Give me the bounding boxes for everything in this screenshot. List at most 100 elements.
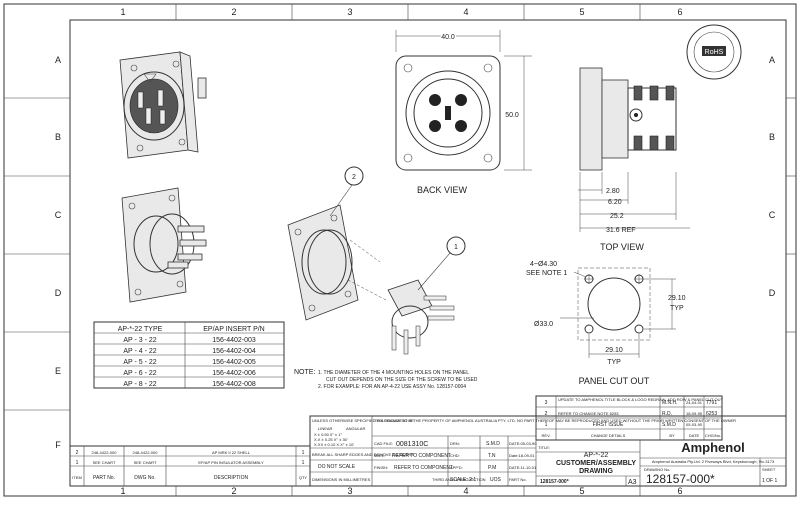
- bom-table: 2 248-4422-000 248-4422-000 AP MRK II 22…: [69, 445, 311, 487]
- bom-row-1-dwg: SEE CHART: [134, 460, 157, 465]
- tb-property: THIS DOCUMENT IS THE PROPERTY OF AMPHENO…: [374, 418, 736, 423]
- grid-row-c: C: [55, 210, 62, 220]
- rev-3-details: UPDATE TO AMPHENOL TITLE BLOCK & LOGO RE…: [558, 397, 723, 402]
- type-table-header-type: AP-*-22 TYPE: [118, 326, 163, 333]
- bom-row-1-desc: EP/AP PIN INSULATOR ASSEMBLY: [198, 460, 264, 465]
- see-note-1: SEE NOTE 1: [526, 270, 567, 277]
- rev-2-date: 18-09-95: [686, 411, 703, 416]
- dim-2-80: 2.80: [606, 188, 620, 195]
- grid-row-d: D: [55, 288, 62, 298]
- dim-cutout-w: 29.10: [605, 347, 623, 354]
- tb-chd: T.N: [488, 453, 496, 459]
- tb-address: Amphenol Australia Pty.Ltd. 2 Fiveways B…: [652, 459, 775, 464]
- grid-right: A B C D: [769, 55, 796, 333]
- rev-header-chg: CHG/No.: [705, 433, 721, 438]
- tb-size: A3: [628, 479, 637, 486]
- outer-frame: [3, 3, 797, 497]
- rev-3-num: 3: [545, 400, 548, 406]
- dim-cutout-dia: Ø33.0: [534, 321, 553, 328]
- tb-scale: SCALE: 2:1: [450, 477, 476, 483]
- dim-hole: 4~Ø4.30: [530, 261, 557, 268]
- bom-row-2-desc: AP MRK II 22 SHELL: [212, 450, 251, 455]
- tb-appd-label: APP'D:: [450, 465, 463, 470]
- rev-1-by: S.M.D: [662, 422, 676, 428]
- grid-row-a-right: A: [769, 55, 775, 65]
- grid-col-4: 4: [463, 7, 468, 17]
- tb-finish: REFER TO COMPONENT: [394, 465, 453, 471]
- bom-header-qty: QTY: [299, 475, 308, 480]
- tb-dimensions: DIMENSIONS IN MILLIMETRES: [312, 477, 371, 482]
- rev-header-details: CHANGE DETAILS: [591, 433, 626, 438]
- tb-company: Amphenol: [681, 440, 745, 455]
- grid-row-b-right: B: [769, 132, 775, 142]
- grid-row-c-right: C: [769, 210, 776, 220]
- title-block: UNLESS OTHERWISE SPECIFIED TOLERANCE TO …: [309, 415, 787, 487]
- tb-title-1: AP-*-22: [584, 452, 609, 459]
- tb-angular: ANGULAR: [346, 426, 365, 431]
- type-table: AP-*-22 TYPE EP/AP INSERT P/N AP - 3 - 2…: [93, 321, 285, 389]
- bom-row-2-dwg: 248-4422-000: [133, 450, 159, 455]
- grid-top: 1 2 3 4 5 6: [120, 4, 683, 20]
- tb-date-drn: DATE:05-03-90: [509, 441, 537, 446]
- grid-bottom: 1 2 3 4 5 6: [120, 486, 683, 496]
- type-table-row-3-pn: 156-4402-005: [212, 359, 256, 366]
- bom-header-dwg: DWG No.: [134, 475, 155, 481]
- type-table-row-5-type: AP - 8 - 22: [123, 381, 156, 388]
- tb-date-appd: DATE:11-10-01: [509, 465, 537, 470]
- type-table-row-5-pn: 156-4402-008: [212, 381, 256, 388]
- top-view: 2.80 6.20 25.2 31.6 REF TOP VIEW: [578, 67, 690, 252]
- tb-drawing-no-label: DRAWING No.: [644, 467, 671, 472]
- tb-part-no: 128157-000*: [540, 479, 569, 485]
- grid-row-e: E: [55, 366, 61, 376]
- iso-front-view: [119, 51, 207, 159]
- grid-col-3-bottom: 3: [347, 486, 352, 496]
- bom-row-1-item: 1: [76, 460, 79, 466]
- tb-finish-label: FINISH:: [374, 465, 388, 470]
- tb-appd: P.M: [488, 465, 496, 471]
- type-table-row-1-pn: 156-4402-003: [212, 337, 256, 344]
- rohs-label: RoHS: [705, 49, 724, 56]
- type-table-row-2-pn: 156-4402-004: [212, 348, 256, 355]
- type-table-row-3-type: AP - 5 - 22: [123, 359, 156, 366]
- grid-col-2: 2: [231, 7, 236, 17]
- tb-do-not-scale: DO NOT SCALE: [318, 464, 356, 470]
- revision-table: 3 UPDATE TO AMPHENOL TITLE BLOCK & LOGO …: [535, 395, 723, 441]
- rev-3-date: 24-04-01: [686, 400, 703, 405]
- tb-unit: UOS: [490, 477, 502, 483]
- rev-2-details: REFER TO CHANGE NOTE 8253: [558, 411, 619, 416]
- rev-2-num: 2: [545, 411, 548, 417]
- tb-third-angle: THIRD ANGLE PROJECTION: [432, 477, 486, 482]
- tb-chd-label: CHD:: [450, 453, 460, 458]
- exploded-view: 2 1: [287, 166, 466, 355]
- type-table-row-4-pn: 156-4402-006: [212, 370, 256, 377]
- grid-row-f: F: [55, 440, 61, 450]
- tb-drawing-no: 128157-000*: [646, 472, 715, 486]
- rohs-stamp: RoHS: [686, 24, 742, 80]
- grid-col-1-bottom: 1: [120, 486, 125, 496]
- bom-row-1-qty: 1: [302, 460, 305, 466]
- rev-header-rev: REV.: [542, 433, 551, 438]
- tb-matl-label: MATL:: [374, 453, 385, 458]
- type-table-row-2-type: AP - 4 - 22: [123, 348, 156, 355]
- grid-left: A B C D E F: [4, 55, 70, 450]
- rev-2-chg: 6253: [706, 411, 717, 417]
- grid-row-a: A: [55, 55, 61, 65]
- tb-tol-1: X ± 0.50 0° ± 1°: [314, 432, 342, 437]
- bom-row-2-part: 248-4422-000: [92, 450, 118, 455]
- back-view: 40.0 50.0 BACK VIEW: [395, 30, 532, 195]
- grid-col-4-bottom: 4: [463, 486, 468, 496]
- top-view-label: TOP VIEW: [600, 242, 644, 252]
- rev-1-date: 05-03-90: [686, 422, 703, 427]
- rev-3-chg: 7791: [706, 400, 717, 406]
- rev-header-by: BY: [669, 433, 675, 438]
- tb-title-label: TITLE:: [538, 445, 550, 450]
- dim-31-6: 31.6 REF: [606, 227, 636, 234]
- balloon-1: [446, 236, 466, 256]
- grid-col-2-bottom: 2: [231, 486, 236, 496]
- bom-header-desc: DESCRIPTION: [214, 475, 249, 481]
- grid-col-1: 1: [120, 7, 125, 17]
- tb-sheet: 1 OF 1: [762, 478, 778, 484]
- note-line-2: CUT OUT DEPENDS ON THE SIZE OF THE SCREW…: [326, 377, 478, 383]
